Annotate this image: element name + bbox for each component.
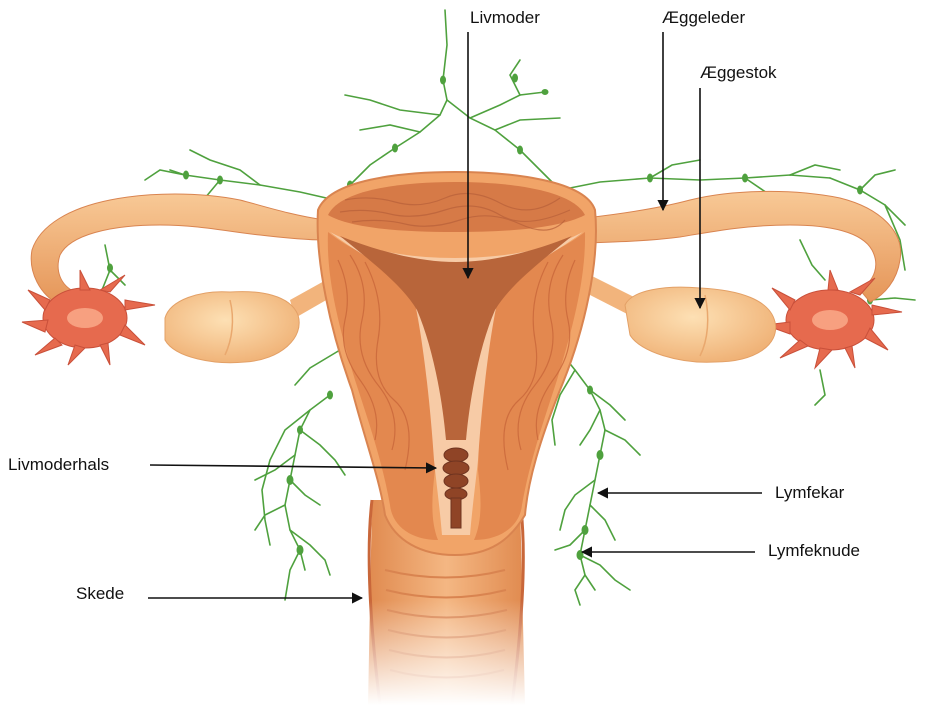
left-ovary	[165, 275, 335, 363]
label-livmoder: Livmoder	[470, 8, 540, 28]
label-skede: Skede	[76, 584, 124, 604]
label-aeggeleder: Æggeleder	[662, 8, 745, 28]
uterus	[318, 172, 596, 555]
right-ovary	[590, 275, 776, 362]
label-livmoderhals: Livmoderhals	[8, 455, 109, 475]
label-aeggestok: Æggestok	[700, 63, 777, 83]
label-lymfeknude: Lymfeknude	[768, 541, 860, 561]
right-fallopian-tube	[585, 191, 901, 302]
label-lymfekar: Lymfekar	[775, 483, 844, 503]
